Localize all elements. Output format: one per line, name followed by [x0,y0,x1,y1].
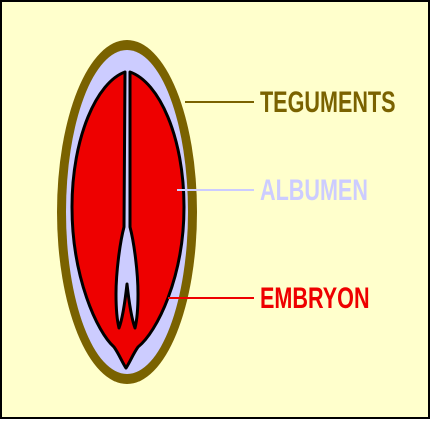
embryon-label: EMBRYON [260,280,370,314]
teguments-label: TEGUMENTS [260,84,396,118]
albumen-label: ALBUMEN [260,172,368,206]
